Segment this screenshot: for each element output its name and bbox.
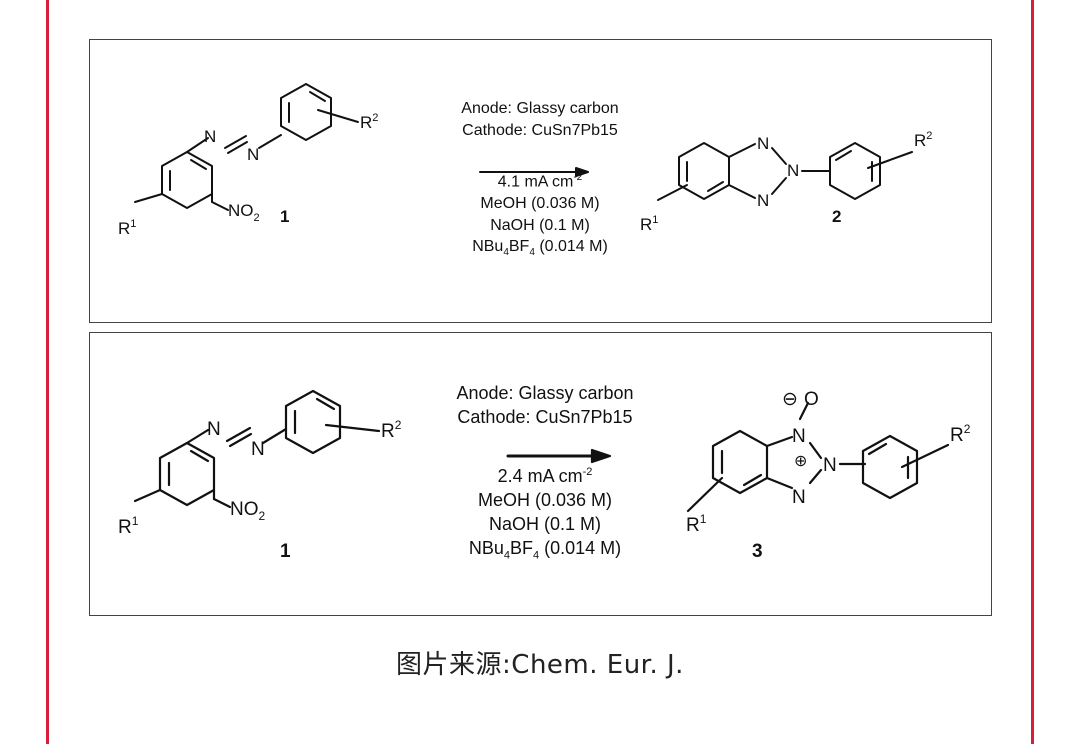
r2-label: R2 xyxy=(381,418,402,442)
r1-label: R1 xyxy=(640,214,658,234)
n-label: N xyxy=(251,439,265,460)
n-label: N xyxy=(792,487,806,508)
r1-label: R1 xyxy=(118,514,139,538)
cathode-condition: Cathode: CuSn7Pb15 xyxy=(462,121,618,139)
n-label: N xyxy=(757,134,769,153)
product-number: 3 xyxy=(752,541,763,562)
anode-condition: Anode: Glassy carbon xyxy=(461,100,619,117)
nitro-label: NO2 xyxy=(230,499,266,523)
reactant-phenyl-ring xyxy=(284,389,342,455)
current-density: 2.4 mA cm-2 xyxy=(497,465,593,486)
reactant-number: 1 xyxy=(280,541,291,562)
r1-label: R1 xyxy=(686,512,707,536)
n-label: N xyxy=(787,161,799,180)
oxygen-label: O xyxy=(804,389,819,410)
product-phenyl-ring xyxy=(829,142,881,200)
electrolyte-condition: NBu4BF4 (0.014 M) xyxy=(472,238,608,259)
nitro-label: NO2 xyxy=(228,201,260,224)
plus-charge: ⊕ xyxy=(794,453,807,470)
solvent-condition: MeOH (0.036 M) xyxy=(480,195,600,213)
reaction-conditions-2: Anode: Glassy carbon Cathode: CuSn7Pb15 … xyxy=(415,381,675,564)
base-condition: NaOH (0.1 M) xyxy=(488,514,602,535)
n-label: N xyxy=(823,455,837,476)
reactant-aryl-ring xyxy=(161,151,213,209)
product-phenyl-ring xyxy=(861,434,919,500)
frame-left-border xyxy=(46,0,49,744)
minus-charge: ⊖ xyxy=(782,389,798,410)
n-label: N xyxy=(247,145,259,164)
reactant-aryl-ring xyxy=(158,441,216,507)
scheme-1-structures: N N R2 NO2 R1 1 N N N R2 R1 2 xyxy=(118,83,932,238)
cathode-condition: Cathode: CuSn7Pb15 xyxy=(457,407,633,428)
frame-right-border xyxy=(1031,0,1034,744)
electrolyte-condition: NBu4BF4 (0.014 M) xyxy=(468,538,622,563)
reactant-phenyl-ring xyxy=(280,83,332,141)
azo-bond-2 xyxy=(224,135,247,149)
image-source-caption: 图片来源:Chem. Eur. J. xyxy=(396,650,684,680)
azo-bond-1 xyxy=(186,137,209,153)
reaction-conditions-1: Anode: Glassy carbon Cathode: CuSn7Pb15 … xyxy=(420,98,660,260)
reaction-scheme-1: N N R2 NO2 R1 1 N N N R2 R1 2 Anode: Gla… xyxy=(89,39,992,323)
n-label: N xyxy=(204,127,216,146)
reactant-number: 1 xyxy=(280,207,289,226)
r2-label: R2 xyxy=(360,112,378,132)
scheme-2-structures: N N R2 NO2 R1 1 ⊖ O N ⊕ N N R2 R1 3 xyxy=(118,389,971,562)
current-density: 4.1 mA cm-2 xyxy=(497,172,583,191)
n-label: N xyxy=(207,419,221,440)
reaction-scheme-2: N N R2 NO2 R1 1 ⊖ O N ⊕ N N R2 R1 3 Anod… xyxy=(89,332,992,616)
r1-label: R1 xyxy=(118,218,136,238)
base-condition: NaOH (0.1 M) xyxy=(490,216,590,234)
solvent-condition: MeOH (0.036 M) xyxy=(477,489,613,510)
n-label: N xyxy=(792,426,806,447)
product-number: 2 xyxy=(832,207,841,226)
n-label: N xyxy=(757,191,769,210)
r2-label: R2 xyxy=(914,130,932,150)
anode-condition: Anode: Glassy carbon xyxy=(456,383,634,403)
azo-bond-3 xyxy=(258,134,282,149)
r2-label: R2 xyxy=(950,422,971,446)
